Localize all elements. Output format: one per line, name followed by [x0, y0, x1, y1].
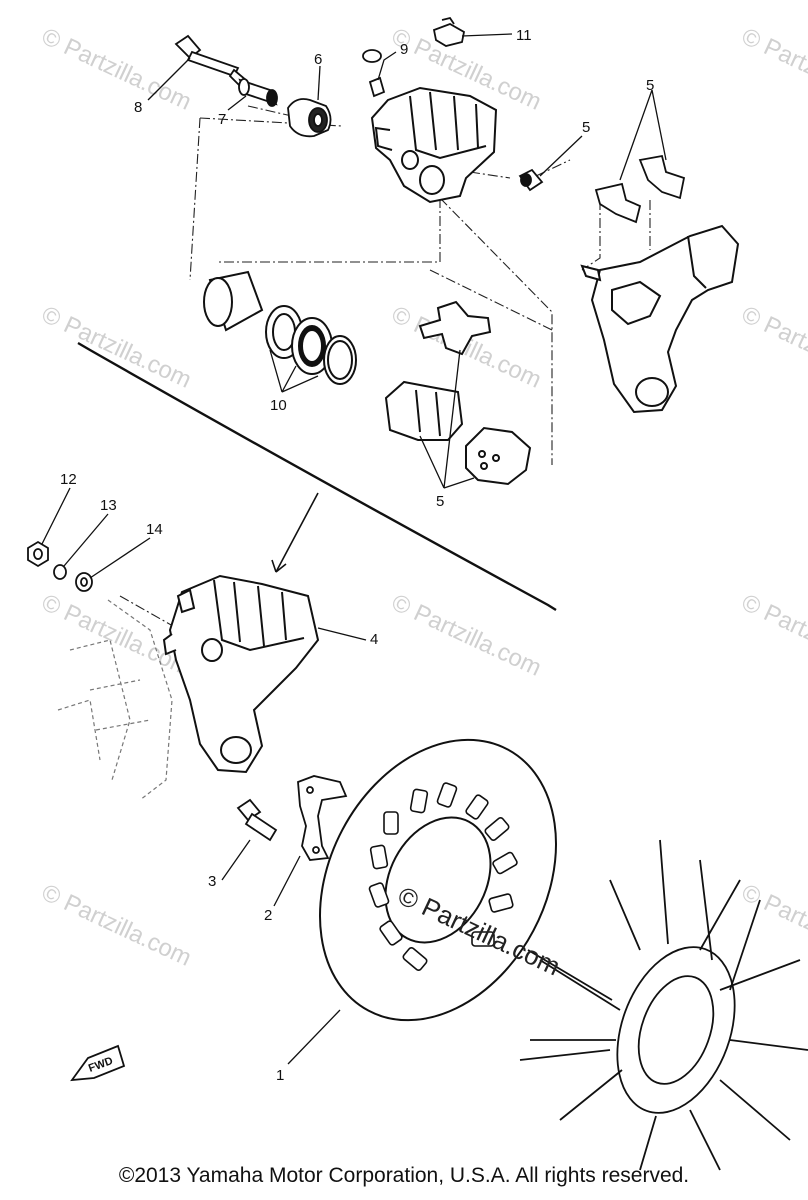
callout-8: 8	[134, 99, 142, 116]
part-4-caliper-assembly	[162, 574, 320, 774]
callout-3: 3	[208, 873, 216, 890]
part-3-bolt	[236, 798, 278, 842]
callout-4: 4	[370, 631, 378, 648]
callout-10: 10	[270, 397, 287, 414]
watermark: © Partzilla.com	[737, 23, 808, 116]
watermark: © Partzilla.com	[737, 301, 808, 394]
part-2-lock-washer	[297, 775, 348, 861]
assembly-guides	[119, 105, 651, 631]
callout-12: 12	[60, 471, 77, 488]
watermark: © Partzilla.com	[37, 23, 195, 116]
callout-2: 2	[264, 907, 272, 924]
callout-labels: 1 2 3 4 5 5 5 6 7 8 9 10 11 12 13 14	[60, 27, 654, 1084]
leader-lines	[41, 33, 667, 1065]
callout-11: 11	[516, 27, 532, 44]
part-7-sleeve	[238, 78, 278, 107]
watermark: © Partzilla.com	[387, 589, 545, 682]
part-1-brake-disc	[319, 738, 557, 1022]
callout-14: 14	[146, 521, 163, 538]
fork-outline	[57, 599, 173, 801]
watermark: © Partzilla.com	[37, 301, 195, 394]
group-bracket	[77, 341, 557, 612]
part-11-cap	[432, 16, 466, 47]
wheel	[519, 839, 808, 1171]
callout-13: 13	[100, 497, 117, 514]
part-6-boot	[287, 98, 332, 138]
parts-12-14-fasteners	[27, 540, 93, 592]
callout-7: 7	[218, 111, 226, 128]
watermark: © Partzilla.com	[737, 879, 808, 972]
part-5-clips	[594, 154, 686, 224]
part-10-piston-seals	[203, 270, 357, 385]
part-8-bolt	[174, 34, 248, 88]
fwd-arrow: FWD	[70, 1044, 126, 1082]
callout-1: 1	[276, 1067, 284, 1084]
callout-6: 6	[314, 51, 322, 68]
upper-caliper	[370, 86, 498, 204]
part-5-pads	[384, 300, 532, 486]
part-5-screw	[518, 168, 544, 192]
copyright-notice: ©2013 Yamaha Motor Corporation, U.S.A. A…	[118, 1164, 690, 1187]
callout-5b: 5	[646, 77, 654, 94]
watermark: © Partzilla.com	[737, 589, 808, 682]
callout-9: 9	[400, 41, 408, 58]
callout-5c: 5	[436, 493, 444, 510]
caliper-bracket	[580, 224, 740, 414]
watermark: © Partzilla.com	[37, 879, 195, 972]
part-9-bleeder	[362, 49, 386, 98]
callout-5a: 5	[582, 119, 590, 136]
